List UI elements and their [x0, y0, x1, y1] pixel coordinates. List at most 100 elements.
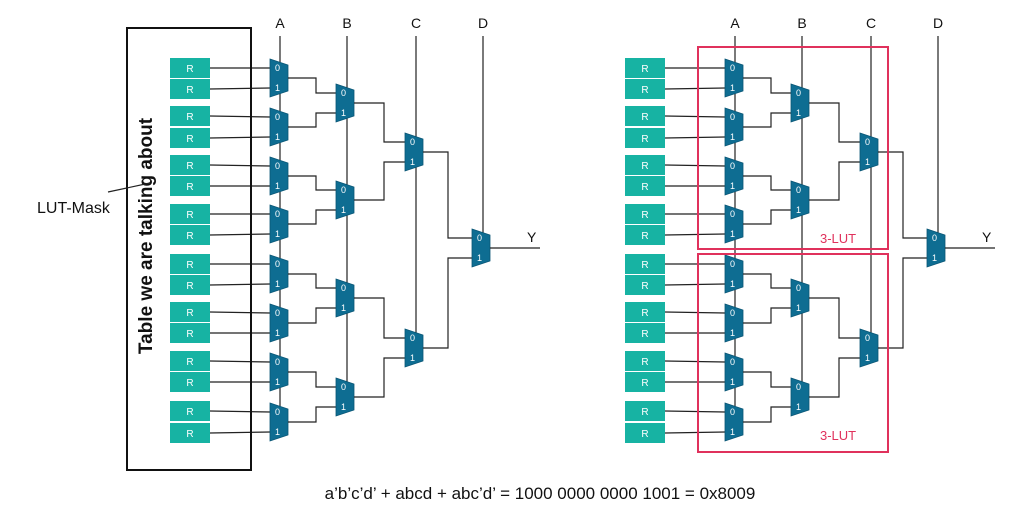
register-wire-3 — [209, 136, 271, 139]
lut-register-7 — [170, 225, 210, 245]
select-label-b: B — [342, 15, 351, 31]
lut-register-4 — [625, 155, 665, 175]
register-wire-7 — [664, 233, 726, 236]
mux-l1-3 — [724, 204, 744, 244]
lut-register-5-label: R — [641, 182, 648, 193]
lut-register-9-label: R — [641, 281, 648, 292]
l3-out-wire-0 — [878, 151, 927, 239]
lut-register-10 — [170, 302, 210, 322]
register-wire-10 — [664, 311, 726, 314]
lut-register-7-label: R — [186, 231, 193, 242]
l1-out-wire-4 — [743, 273, 791, 289]
mux-l1-2-input-1-label: 1 — [730, 181, 735, 191]
lut-register-0 — [170, 58, 210, 78]
l1-out-wire-0 — [743, 77, 791, 94]
mux-l1-4-input-0-label: 0 — [275, 259, 280, 269]
select-label-c: C — [866, 15, 876, 31]
lut-register-6 — [170, 204, 210, 224]
truth-table-box — [126, 27, 252, 471]
lut-register-2 — [170, 106, 210, 126]
mux-l2-1-input-1-label: 1 — [341, 205, 346, 215]
mux-l1-5-input-1-label: 1 — [730, 328, 735, 338]
l1-out-wire-5 — [743, 307, 791, 324]
mux-l1-5-input-0-label: 0 — [730, 308, 735, 318]
lut-register-5 — [170, 176, 210, 196]
register-wire-14 — [664, 410, 726, 413]
mux-l1-4-input-1-label: 1 — [275, 279, 280, 289]
mux-l2-2-input-0-label: 0 — [796, 283, 801, 293]
lut-register-2 — [625, 106, 665, 126]
mux-l1-3-input-1-label: 1 — [275, 229, 280, 239]
mux-l1-0-input-0-label: 0 — [730, 63, 735, 73]
lut-register-12-label: R — [186, 357, 193, 368]
mux-l3-0 — [859, 132, 879, 172]
l1-out-wire-6 — [743, 371, 791, 388]
lut-register-15-label: R — [186, 429, 193, 440]
lut-register-1-label: R — [186, 85, 193, 96]
mux-l2-2-input-1-label: 1 — [796, 303, 801, 313]
lut-register-13 — [625, 372, 665, 392]
register-wire-12 — [664, 360, 726, 363]
mux-l2-2 — [335, 278, 355, 318]
mux-l2-1-input-0-label: 0 — [796, 185, 801, 195]
lut-register-11 — [170, 323, 210, 343]
mux-l2-3 — [335, 377, 355, 417]
lower-3-lut-label: 3-LUT — [820, 428, 856, 443]
mux-l4-0 — [926, 228, 946, 268]
output-label: Y — [527, 229, 537, 245]
lut-register-13-label: R — [641, 378, 648, 389]
lut-mask-pointer — [107, 182, 151, 193]
lut-register-4 — [170, 155, 210, 175]
mux-l1-4 — [724, 254, 744, 294]
mux-l4-0 — [471, 228, 491, 268]
l1-out-wire-5 — [288, 307, 336, 324]
register-wire-1 — [664, 87, 726, 90]
lut-register-14 — [625, 401, 665, 421]
mux-l3-0-input-0-label: 0 — [410, 137, 415, 147]
boolean-equation: a’b’c’d’ + abcd + abc’d’ = 1000 0000 000… — [325, 484, 756, 503]
lut-register-11-label: R — [186, 329, 193, 340]
l1-out-wire-7 — [288, 406, 336, 423]
mux-l3-0-input-1-label: 1 — [865, 157, 870, 167]
mux-l2-0-input-0-label: 0 — [796, 88, 801, 98]
l1-out-wire-4 — [288, 273, 336, 289]
mux-l1-0-input-1-label: 1 — [730, 83, 735, 93]
l2-out-wire-0 — [354, 102, 405, 143]
lut-register-6-label: R — [186, 210, 193, 221]
mux-l3-1 — [404, 328, 424, 368]
register-wire-14 — [209, 410, 271, 413]
lut-register-8 — [170, 254, 210, 274]
select-label-c: C — [411, 15, 421, 31]
mux-l2-1 — [790, 180, 810, 220]
mux-l1-1-input-1-label: 1 — [730, 132, 735, 142]
mux-l1-1-input-0-label: 0 — [730, 112, 735, 122]
mux-l2-3-input-1-label: 1 — [341, 402, 346, 412]
mux-l2-2 — [790, 278, 810, 318]
mux-l1-2 — [269, 156, 289, 196]
mux-l1-4-input-0-label: 0 — [730, 259, 735, 269]
lut-register-3 — [625, 128, 665, 148]
mux-l1-4 — [269, 254, 289, 294]
lut-register-9 — [170, 275, 210, 295]
lut-register-13 — [170, 372, 210, 392]
lut-register-2-label: R — [186, 112, 193, 123]
mux-l2-1-input-1-label: 1 — [796, 205, 801, 215]
lut-register-11 — [625, 323, 665, 343]
mux-l1-3-input-0-label: 0 — [730, 209, 735, 219]
l1-out-wire-1 — [288, 112, 336, 128]
upper-3-lut-box — [697, 46, 889, 250]
mux-l2-0-input-1-label: 1 — [341, 108, 346, 118]
lut-register-1 — [170, 79, 210, 99]
register-wire-2 — [664, 115, 726, 118]
mux-l2-1 — [335, 180, 355, 220]
mux-l1-7-input-0-label: 0 — [730, 407, 735, 417]
mux-l2-3-input-0-label: 0 — [796, 382, 801, 392]
register-wire-10 — [209, 311, 271, 314]
lut-register-3 — [170, 128, 210, 148]
register-wire-12 — [209, 360, 271, 363]
mux-l1-5-input-1-label: 1 — [275, 328, 280, 338]
mux-l1-6-input-1-label: 1 — [730, 377, 735, 387]
select-label-d: D — [478, 15, 488, 31]
